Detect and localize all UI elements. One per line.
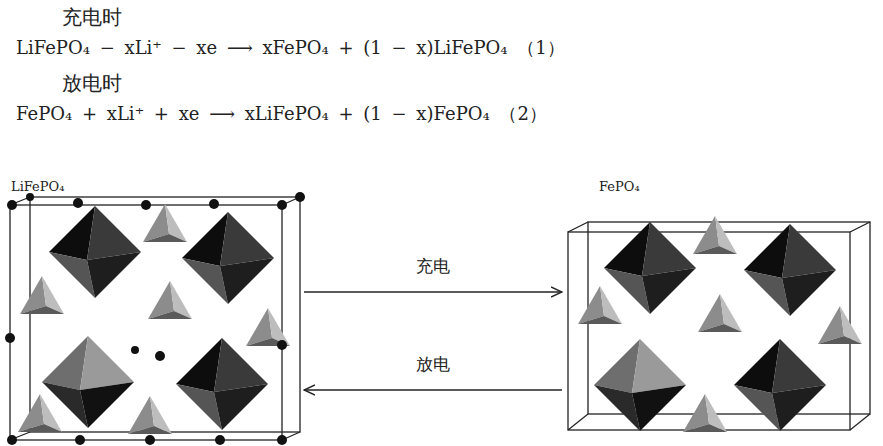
reaction-equation: LiFePO₄ − xLi⁺ − xe ⟶ xFePO₄ + (1 − x)Li… xyxy=(16,36,565,60)
reaction-equation: FePO₄ + xLi⁺ + xe ⟶ xLiFePO₄ + (1 − x)Fe… xyxy=(16,102,547,126)
arrow-label: 充电 xyxy=(413,255,453,278)
reaction-arrow xyxy=(304,291,562,292)
reaction-arrow xyxy=(304,389,562,390)
arrow-label: 放电 xyxy=(413,353,453,376)
section-heading: 放电时 xyxy=(62,70,122,97)
compound-label: FePO₄ xyxy=(596,178,643,195)
crystal-cell: LiFePO₄ xyxy=(8,176,304,442)
compound-label: LiFePO₄ xyxy=(8,178,67,195)
crystal-cell: FePO₄ xyxy=(562,176,874,434)
section-heading: 充电时 xyxy=(62,4,122,31)
